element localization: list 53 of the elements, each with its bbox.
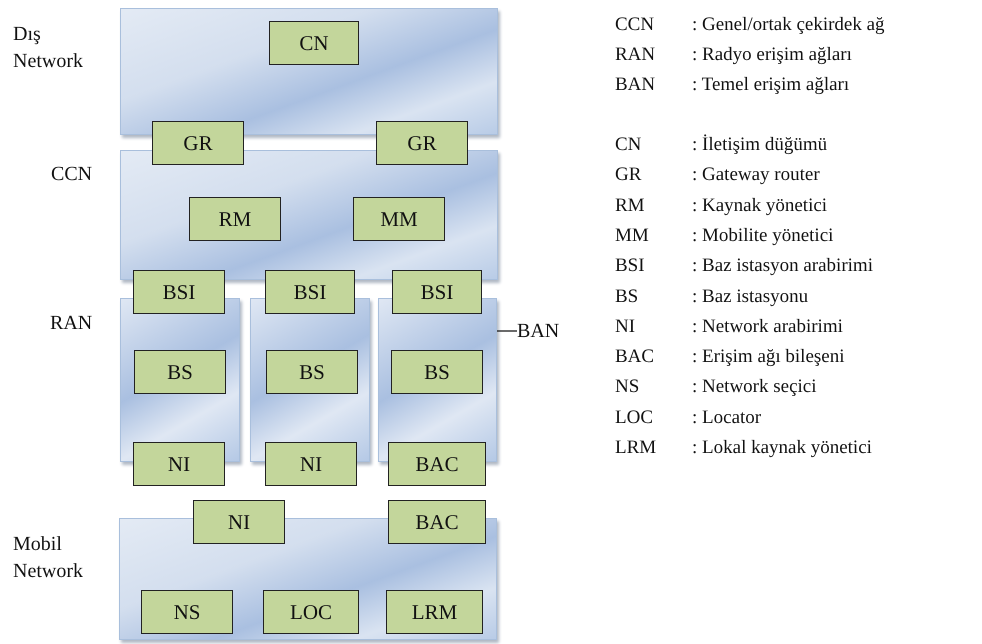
abbreviation-definition: : Network seçici [692,375,817,400]
abbreviation-definition: : Genel/ortak çekirdek ağ [692,13,885,37]
abbreviation-definition: : Radyo erişim ağları [692,43,852,67]
component-box: BSI [133,270,225,314]
component-box: LRM [386,590,483,634]
component-box: GR [152,121,244,165]
component-box: BSI [392,270,482,314]
leader-line [497,330,517,332]
abbreviation: LRM [615,436,656,460]
component-box: BS [266,350,358,394]
abbreviation: RM [615,194,645,218]
component-box: NI [265,442,357,486]
abbreviation: RAN [615,43,656,67]
abbreviation: CN [615,133,642,157]
component-box: LOC [263,590,359,634]
component-box: BAC [388,442,486,486]
component-box: CN [269,21,359,65]
abbreviation-definition: : Lokal kaynak yönetici [692,436,872,460]
abbreviation-definition: : Baz istasyonu [692,284,808,308]
abbreviation-definition: : Locator [692,406,762,430]
abbreviation-definition: : Kaynak yönetici [692,194,828,218]
component-box: NI [193,500,285,544]
abbreviation: CCN [615,13,654,37]
component-box: NI [133,442,225,486]
abbreviation-definition: : Network arabirimi [692,314,843,339]
abbreviation-definition: : Gateway router [692,163,820,188]
abbreviation: NI [615,314,636,339]
abbreviation: LOC [615,406,653,430]
layer-label: CCN [51,162,94,187]
network-label: BAN [517,318,577,344]
component-box: GR [376,121,468,165]
abbreviation: GR [615,163,642,188]
abbreviation-definition: : Temel erişim ağları [692,73,850,97]
abbreviation: MM [615,224,649,248]
abbreviation: BS [615,284,638,308]
component-box: BSI [265,270,355,314]
component-box: NS [141,590,233,634]
abbreviation: NS [615,375,640,400]
component-box: RM [189,197,281,241]
abbreviation: BAN [615,73,656,97]
layer-label: Mobil Network [13,532,84,584]
component-box: BAC [388,500,486,544]
component-box: MM [353,197,445,241]
layer-label: Dış Network [13,22,84,74]
abbreviation-definition: : İletişim düğümü [692,133,828,157]
component-box: BS [391,350,483,394]
component-box: BS [134,350,226,394]
abbreviation: BAC [615,345,654,370]
abbreviation-definition: : Mobilite yönetici [692,224,834,248]
row-label: RAN [50,311,92,336]
abbreviation: BSI [615,254,645,278]
abbreviation-definition: : Baz istasyon arabirimi [692,254,873,278]
abbreviation-definition: : Erişim ağı bileşeni [692,345,845,370]
